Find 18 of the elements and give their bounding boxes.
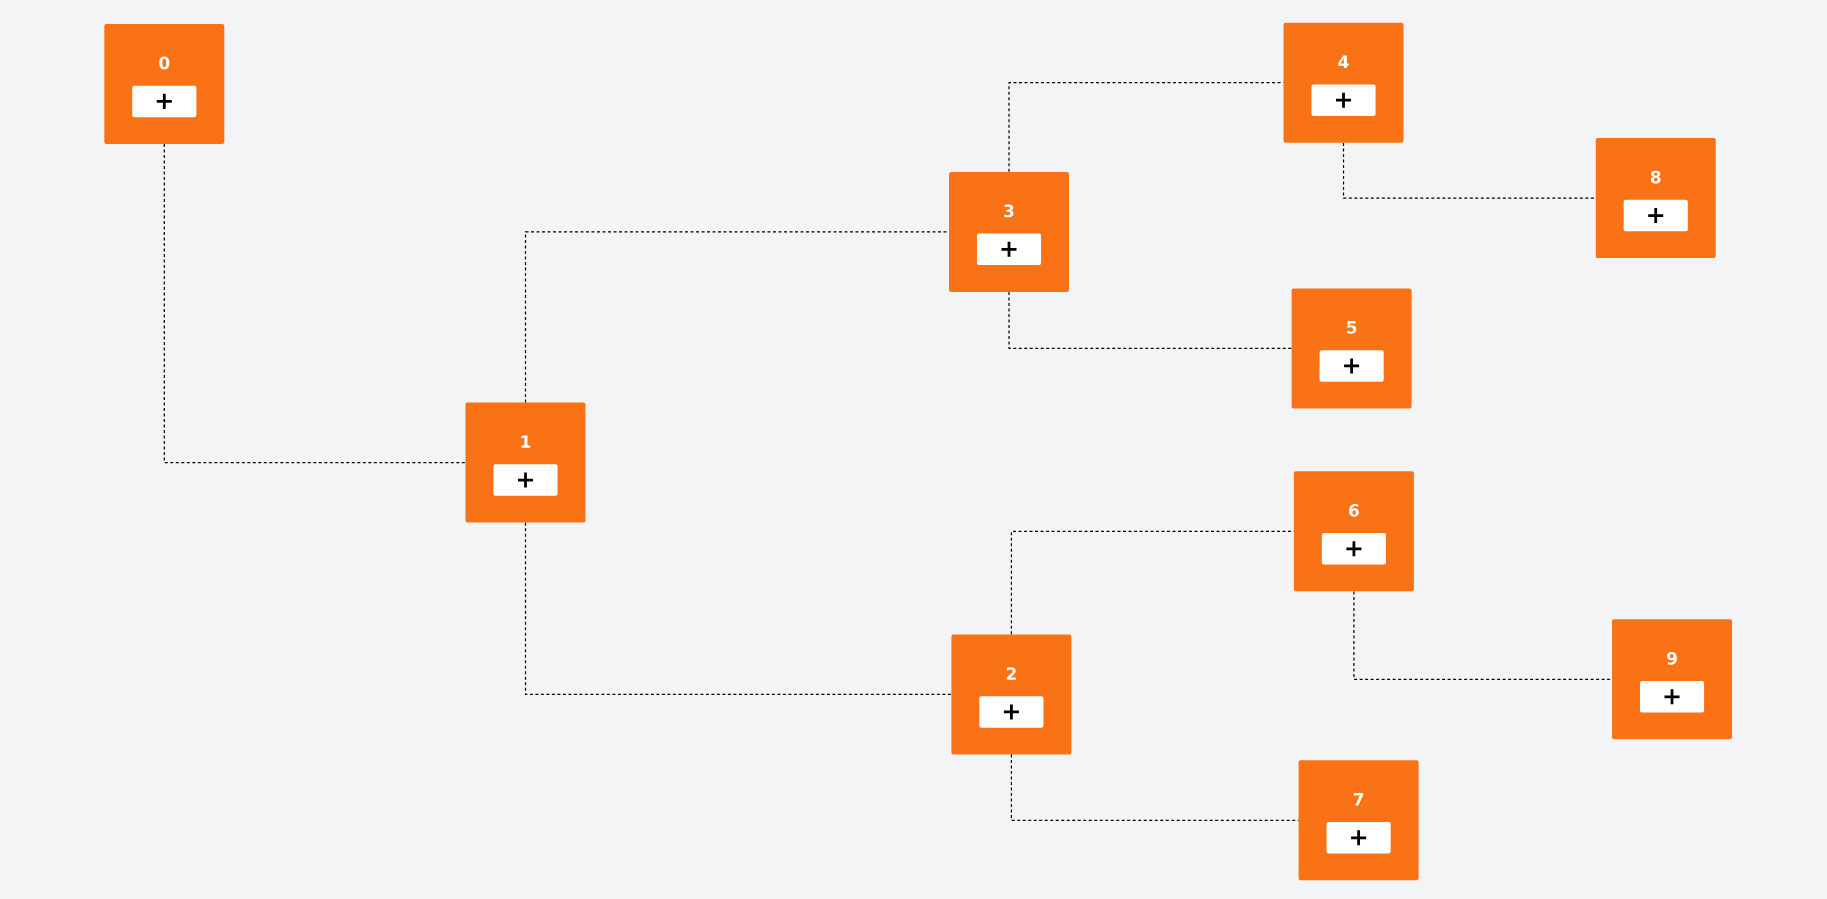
plus-button: + xyxy=(1623,199,1688,232)
connector-line xyxy=(524,231,950,403)
plus-button: + xyxy=(1639,681,1705,713)
plus-button: + xyxy=(976,233,1042,266)
connector-line xyxy=(1010,530,1295,635)
plus-button: + xyxy=(979,696,1044,728)
plus-button: + xyxy=(1321,533,1386,565)
connector-line xyxy=(524,522,952,695)
connector-line xyxy=(1008,82,1284,173)
plus-button: + xyxy=(493,464,558,496)
connector-line xyxy=(1010,754,1299,821)
plus-button: + xyxy=(1326,822,1391,854)
connector-line xyxy=(1008,291,1292,349)
plus-button: + xyxy=(132,85,197,118)
connector-line xyxy=(1353,590,1613,680)
connector-line xyxy=(1342,142,1597,199)
plus-button: + xyxy=(1311,84,1376,116)
plus-button: + xyxy=(1319,350,1384,382)
